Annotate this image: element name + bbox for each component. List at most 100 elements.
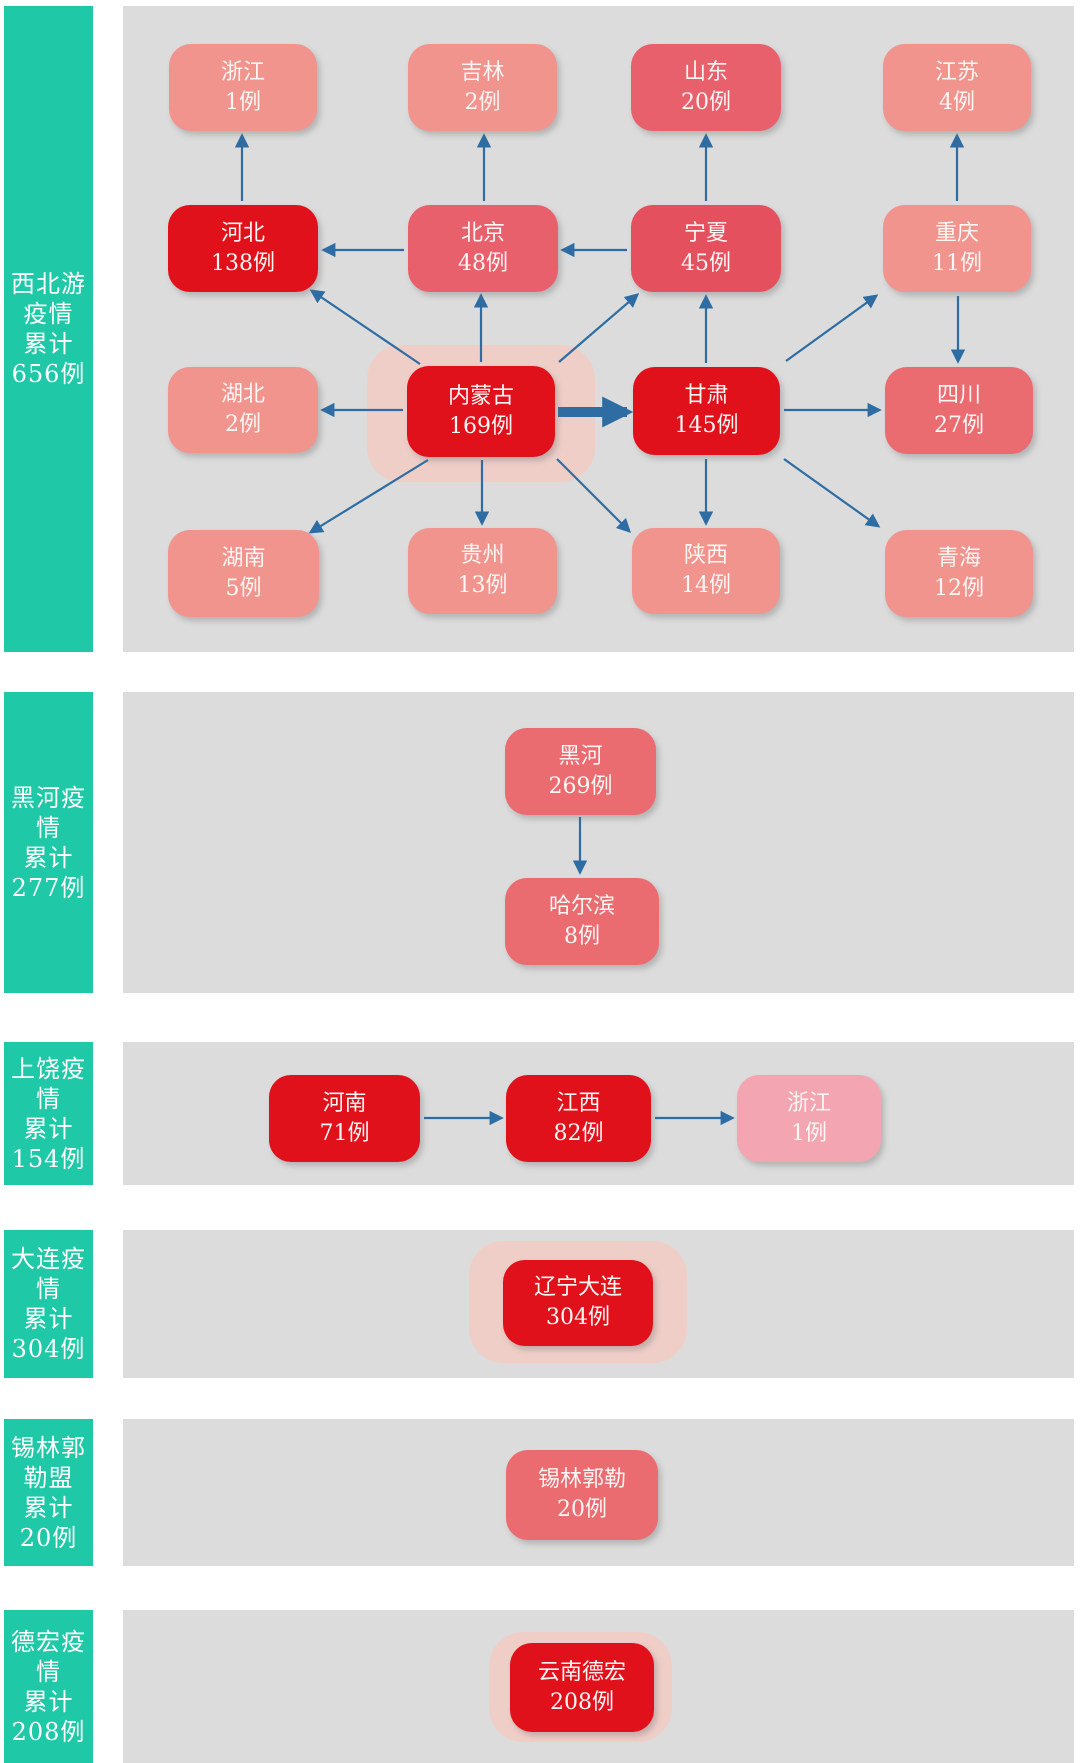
label-line: 疫情: [23, 300, 74, 328]
node-haerbin: 哈尔滨 8例: [505, 878, 659, 965]
node-title: 陕西: [683, 543, 728, 568]
node-cases: 145例: [674, 413, 739, 438]
label-line: 德宏疫: [11, 1627, 86, 1656]
node-title: 辽宁大连: [533, 1275, 622, 1300]
label-line: 勒盟: [23, 1463, 74, 1492]
node-cases: 13例: [457, 573, 508, 598]
node-jilin: 吉林 2例: [408, 44, 557, 131]
label-line: 情: [36, 1657, 61, 1686]
node-title: 吉林: [460, 59, 505, 85]
node-title: 江西: [556, 1090, 601, 1116]
node-title: 哈尔滨: [548, 893, 615, 919]
node-cases: 2例: [225, 412, 261, 437]
node-liaoning-dalian: 辽宁大连 304例: [503, 1260, 653, 1346]
node-title: 青海: [936, 545, 981, 571]
node-cases: 1例: [791, 1120, 827, 1146]
node-title: 贵州: [460, 543, 505, 568]
node-cases: 11例: [932, 250, 982, 276]
node-cases: 20例: [681, 89, 731, 115]
node-neimenggu: 内蒙古 169例: [407, 366, 555, 457]
node-cases: 20例: [557, 1497, 607, 1522]
node-cases: 45例: [681, 250, 731, 276]
node-cases: 4例: [939, 89, 975, 115]
node-title: 四川: [936, 382, 981, 408]
node-guizhou: 贵州 13例: [408, 528, 557, 614]
label-line: 154例: [11, 1144, 86, 1173]
node-cases: 5例: [225, 575, 262, 601]
label-line: 西北游: [11, 270, 86, 298]
node-title: 江苏: [934, 59, 979, 85]
node-title: 河南: [322, 1090, 367, 1116]
label-line: 304例: [11, 1335, 86, 1363]
node-cases: 8例: [564, 923, 600, 949]
node-cases: 169例: [449, 413, 513, 439]
node-cases: 269例: [548, 773, 613, 799]
node-gansu: 甘肃 145例: [633, 367, 780, 455]
node-cases: 48例: [458, 250, 508, 276]
node-hunan: 湖南 5例: [168, 530, 319, 617]
label-line: 20例: [19, 1523, 78, 1552]
label-line: 累计: [23, 1493, 74, 1522]
node-chongqing: 重庆 11例: [883, 205, 1031, 292]
node-title: 黑河: [558, 743, 603, 769]
label-line: 累计: [23, 1305, 74, 1333]
node-qinghai: 青海 12例: [885, 530, 1033, 617]
node-ningxia: 宁夏 45例: [631, 205, 781, 292]
node-title: 湖南: [221, 545, 266, 571]
node-cases: 1例: [225, 89, 261, 115]
label-line: 上饶疫: [11, 1054, 86, 1083]
label-line: 累计: [23, 843, 74, 872]
node-yunnan-dehong: 云南德宏 208例: [510, 1643, 654, 1732]
node-cases: 71例: [319, 1120, 370, 1146]
node-cases: 12例: [934, 575, 984, 601]
label-line: 656例: [11, 360, 86, 388]
label-line: 情: [36, 1275, 61, 1303]
node-title: 内蒙古: [447, 383, 514, 409]
node-cases: 27例: [934, 412, 984, 438]
node-title: 云南德宏: [537, 1659, 626, 1685]
node-zhejiang-sr: 浙江 1例: [737, 1075, 881, 1162]
node-title: 北京: [460, 220, 505, 246]
node-title: 锡林郭勒: [537, 1467, 626, 1492]
node-shandong: 山东 20例: [631, 44, 781, 131]
node-shaanxi: 陕西 14例: [632, 528, 780, 614]
node-title: 湖北: [220, 382, 265, 407]
node-beijing: 北京 48例: [408, 205, 558, 292]
label-line: 情: [36, 1084, 61, 1113]
label-line: 累计: [23, 330, 74, 358]
node-cases: 208例: [550, 1689, 614, 1715]
node-henan: 河南 71例: [269, 1075, 420, 1162]
node-title: 河北: [220, 220, 265, 246]
label-line: 情: [36, 813, 61, 842]
node-title: 宁夏: [683, 220, 728, 246]
node-heihe-city: 黑河 269例: [505, 728, 656, 815]
label-line: 大连疫: [11, 1245, 86, 1273]
node-title: 甘肃: [684, 383, 729, 408]
node-title: 浙江: [786, 1090, 831, 1116]
node-title: 山东: [683, 59, 728, 85]
label-line: 黑河疫: [11, 783, 86, 812]
label-line: 累计: [23, 1687, 74, 1716]
node-hebei: 河北 138例: [168, 205, 318, 292]
node-xilinguole-city: 锡林郭勒 20例: [506, 1450, 658, 1540]
node-title: 重庆: [934, 220, 979, 246]
node-hubei: 湖北 2例: [168, 367, 318, 453]
label-line: 208例: [11, 1717, 86, 1746]
label-line: 累计: [23, 1114, 74, 1143]
node-cases: 304例: [546, 1305, 610, 1330]
node-jiangsu: 江苏 4例: [883, 44, 1031, 131]
label-line: 锡林郭: [11, 1433, 86, 1462]
label-line: 277例: [11, 873, 86, 902]
node-cases: 14例: [681, 573, 731, 598]
node-sichuan: 四川 27例: [885, 367, 1033, 454]
node-cases: 2例: [464, 89, 501, 115]
node-cases: 138例: [211, 250, 275, 276]
